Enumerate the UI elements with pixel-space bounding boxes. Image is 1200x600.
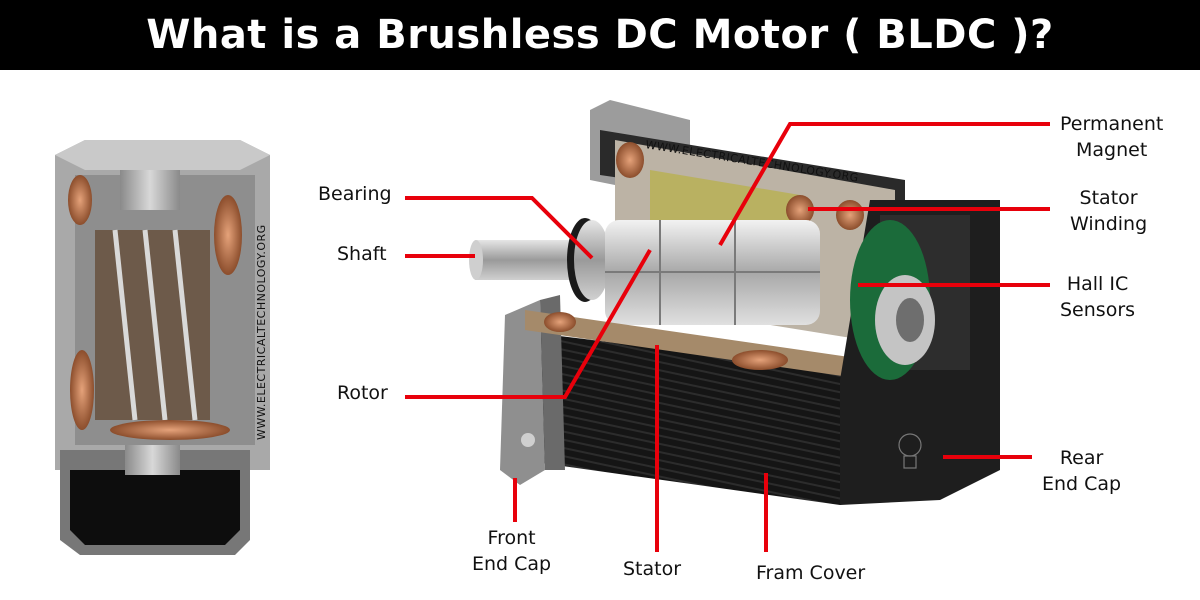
page-title: What is a Brushless DC Motor ( BLDC )?: [146, 12, 1054, 58]
label-rear-end-cap: Rear End Cap: [1042, 447, 1122, 495]
label-stator-winding: Stator Winding: [1070, 187, 1148, 235]
leader-bearing: [405, 196, 594, 260]
label-stator: Stator: [623, 558, 682, 580]
bulb-watermark-icon: [898, 433, 922, 469]
label-rotor: Rotor: [337, 382, 388, 404]
label-frame-cover: Fram Cover: [756, 562, 866, 584]
bldc-motor-main: WWW.ELECTRICALTECHNOLOGY.ORG: [469, 100, 1000, 505]
label-bearing: Bearing: [318, 183, 392, 205]
label-shaft: Shaft: [337, 243, 387, 265]
label-front-end-cap: Front End Cap: [472, 527, 552, 575]
watermark-left: WWW.ELECTRICALTECHNOLOGY.ORG: [255, 224, 268, 440]
cutaway-motor-left: WWW.ELECTRICALTECHNOLOGY.ORG: [55, 140, 270, 555]
leader-permanent-magnet: [718, 122, 1050, 247]
label-hall-ic-sensors: Hall IC Sensors: [1060, 273, 1136, 321]
label-permanent-magnet: Permanent Magnet: [1060, 113, 1164, 161]
leader-rotor: [405, 248, 652, 399]
title-bar: What is a Brushless DC Motor ( BLDC )?: [0, 0, 1200, 70]
leader-lines: [405, 122, 1050, 552]
